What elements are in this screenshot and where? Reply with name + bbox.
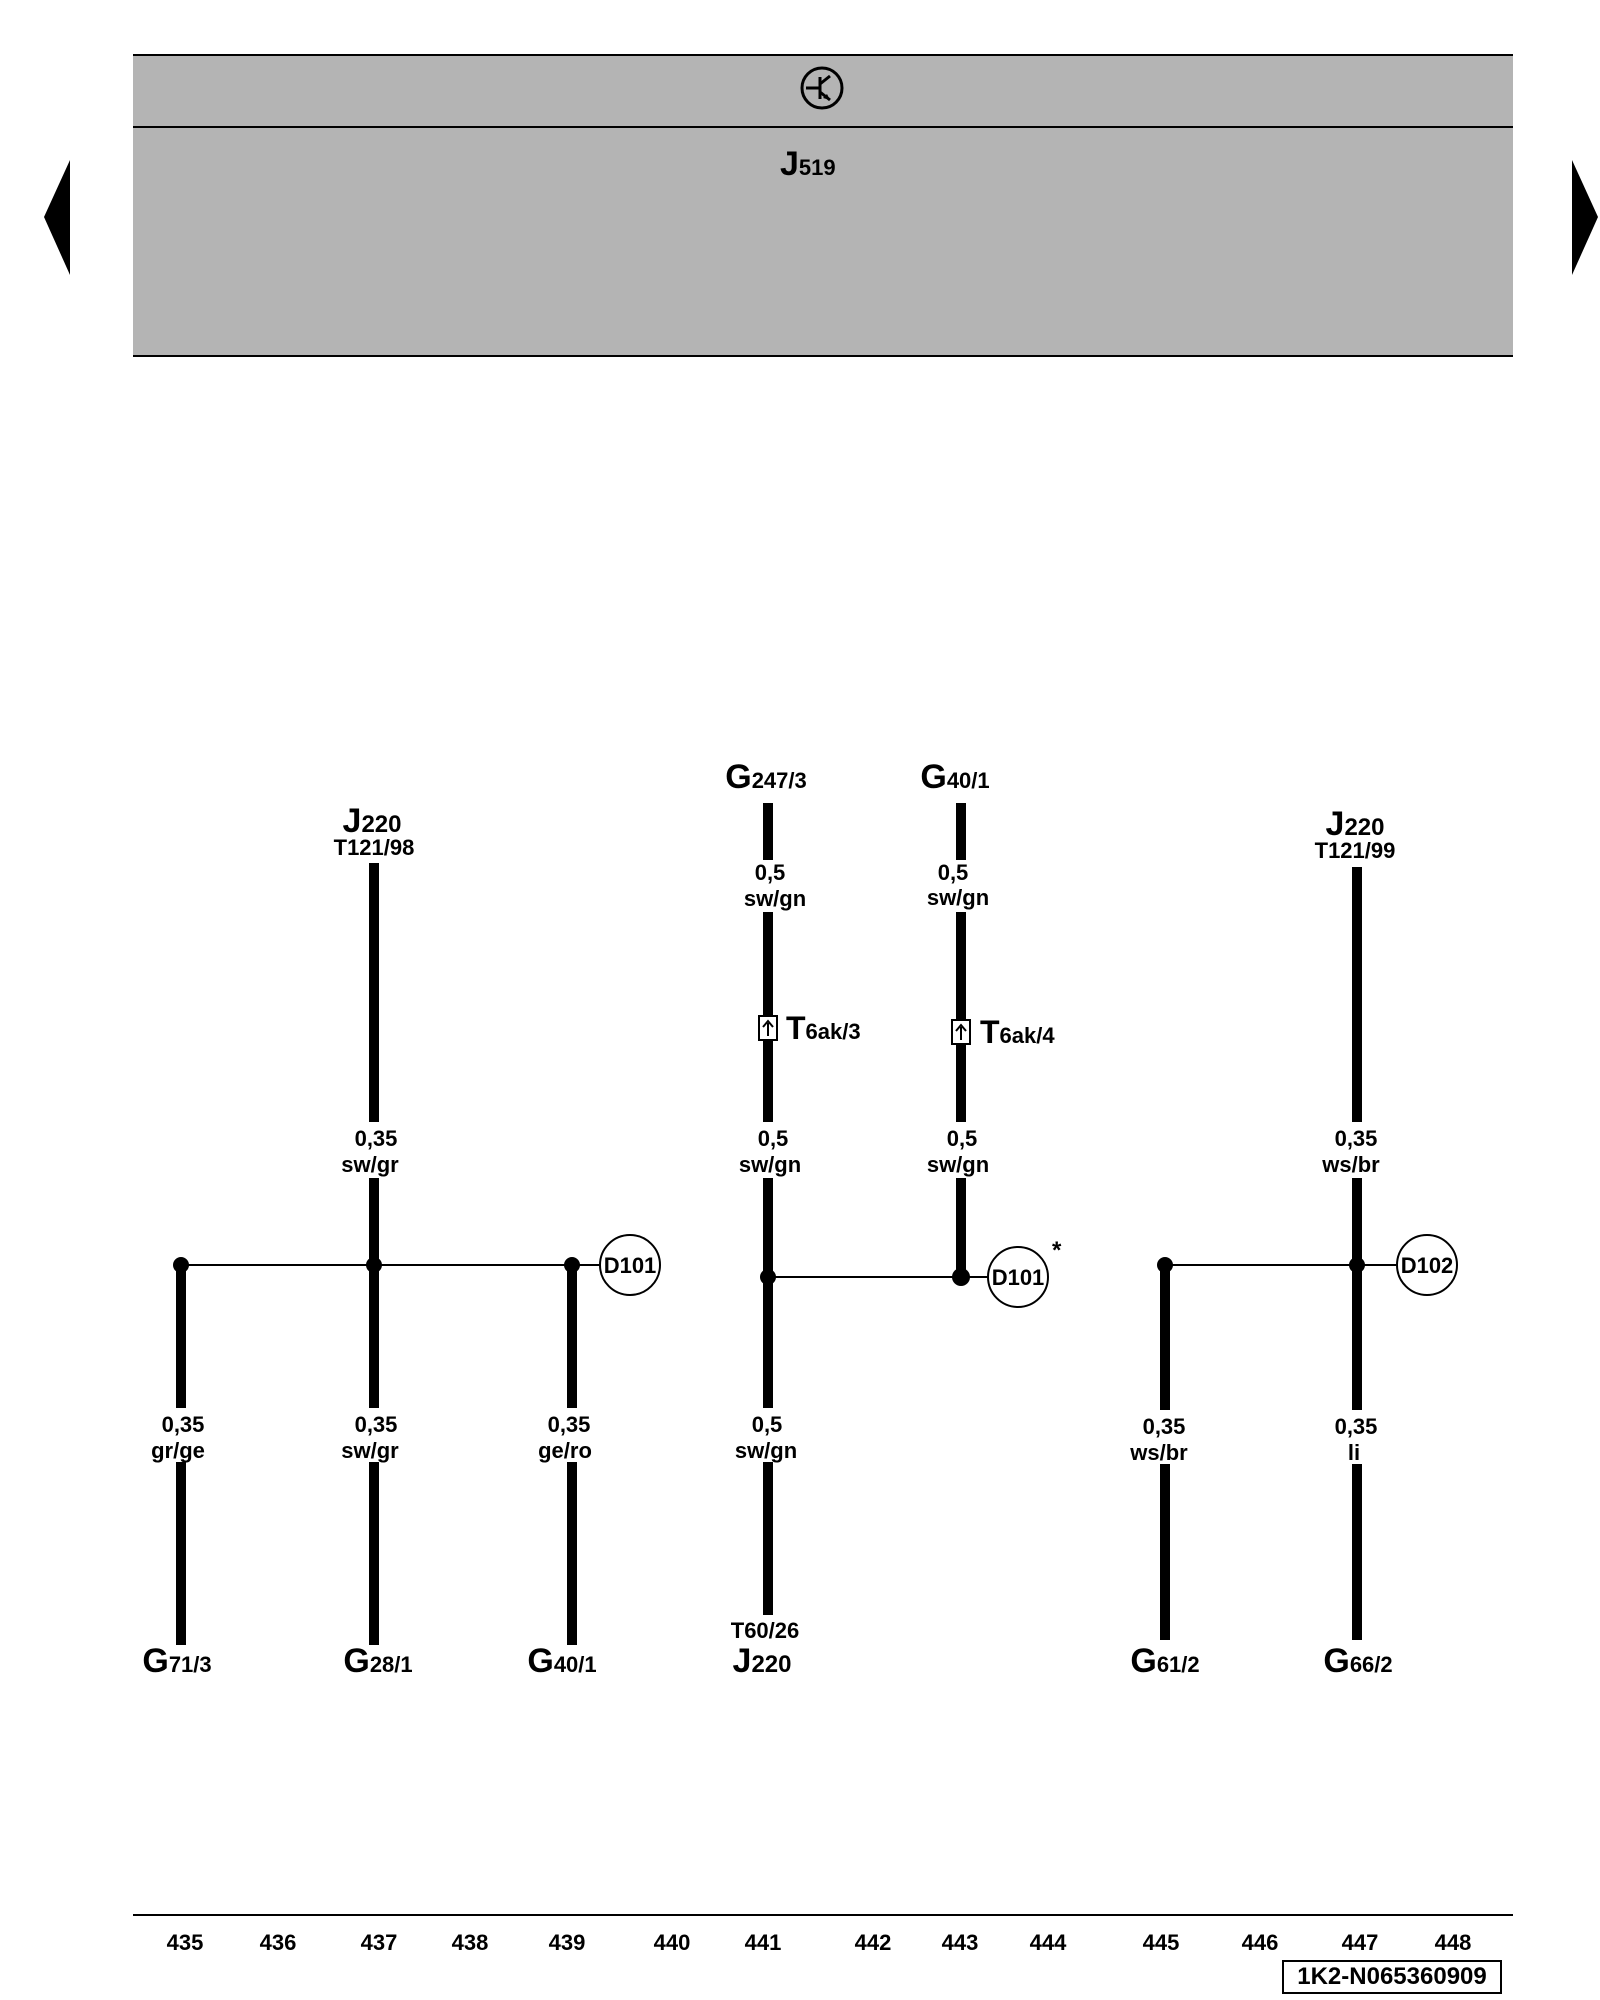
pin-label-j220-b: T121/99 [1315,838,1396,863]
component-label-g247: G247/3 [725,758,807,796]
track-number: 448 [1434,1930,1472,1955]
splice-label-d101-a: D101 [604,1253,657,1278]
track-number: 441 [744,1930,782,1955]
transistor-symbol-icon [800,66,844,110]
wire-color-label: sw/gn [927,885,989,910]
track-number: 442 [854,1930,892,1955]
wire-color-label: li [1348,1440,1360,1465]
track-number: 436 [259,1930,297,1955]
triangle-left-icon [44,160,70,275]
connector-label-t6ak-3: T6ak/3 [786,1010,861,1046]
wire-color-label: ws/br [1321,1152,1380,1177]
track-number: 446 [1241,1930,1279,1955]
wire-color-label: ws/br [1129,1440,1188,1465]
header-symbol-bar [133,54,1513,128]
track-number: 439 [548,1930,586,1955]
track-number-divider [133,1914,1513,1916]
wires [176,803,1362,1645]
connector-symbol-t6ak-3 [758,1015,778,1041]
wire-color-label: sw/gn [744,886,806,911]
wire-color-label: sw/gn [735,1438,797,1463]
wire-size-label: 0,35 [1143,1414,1186,1439]
pin-label-j220-c: T60/26 [731,1618,800,1643]
splice-label-d102: D102 [1401,1253,1454,1278]
triangle-right-icon [1572,160,1598,275]
track-number: 443 [941,1930,979,1955]
wire-size-label: 0,5 [938,860,969,885]
track-number: 447 [1341,1930,1379,1955]
wire-size-label: 0,35 [355,1412,398,1437]
bus-lines [181,1264,1395,1278]
component-label-j220-c: J220 [733,1642,792,1680]
wire-size-label: 0,5 [755,860,786,885]
document-id: 1K2-N065360909 [1282,1960,1502,1994]
track-number: 444 [1029,1930,1067,1955]
control-unit-panel [133,126,1513,357]
wire-color-label: gr/ge [151,1438,205,1463]
track-number: 437 [360,1930,398,1955]
track-number: 435 [166,1930,204,1955]
wire-size-label: 0,35 [1335,1414,1378,1439]
track-number: 445 [1142,1930,1180,1955]
component-label-g66: G66/2 [1323,1642,1392,1680]
wire-color-label: sw/gr [341,1438,399,1463]
connector-label-t6ak-4: T6ak/4 [980,1014,1055,1050]
wire-size-label: 0,5 [758,1126,789,1151]
component-label-g61: G61/2 [1130,1642,1199,1680]
splice-markers [572,1234,1458,1308]
wire-size-label: 0,35 [1335,1126,1378,1151]
wire-color-label: ge/ro [538,1438,592,1463]
wire-labels: 0,35 sw/gr 0,5 sw/gn 0,5 sw/gn 0,5 sw/gn… [151,860,1380,1465]
pin-label-j220-a: T121/98 [334,835,415,860]
component-label-g28: G28/1 [343,1642,412,1680]
component-label-g40-bottom: G40/1 [527,1642,596,1680]
wire-size-label: 0,35 [548,1412,591,1437]
track-number: 440 [653,1930,691,1955]
track-number: 438 [451,1930,489,1955]
control-unit-letter: J [780,145,799,183]
component-label-g40-top: G40/1 [920,758,989,796]
control-unit-number: 519 [798,155,836,180]
connector-symbol-t6ak-4 [951,1019,971,1045]
wire-size-label: 0,5 [947,1126,978,1151]
next-page-arrow[interactable] [1572,160,1598,275]
wire-size-label: 0,5 [752,1412,783,1437]
component-label-g71: G71/3 [142,1642,211,1680]
wire-color-label: sw/gn [927,1152,989,1177]
component-label-j220-b: J220 [1326,805,1385,843]
control-unit-label: J519 [780,145,836,184]
wire-color-label: sw/gn [739,1152,801,1177]
wire-color-label: sw/gr [341,1152,399,1177]
asterisk-mark: * [1052,1237,1062,1264]
wire-size-label: 0,35 [162,1412,205,1437]
splice-label-d101-b: D101 [992,1265,1045,1290]
component-label-j220-a: J220 [343,802,402,840]
wire-size-label: 0,35 [355,1126,398,1151]
previous-page-arrow[interactable] [44,160,70,275]
